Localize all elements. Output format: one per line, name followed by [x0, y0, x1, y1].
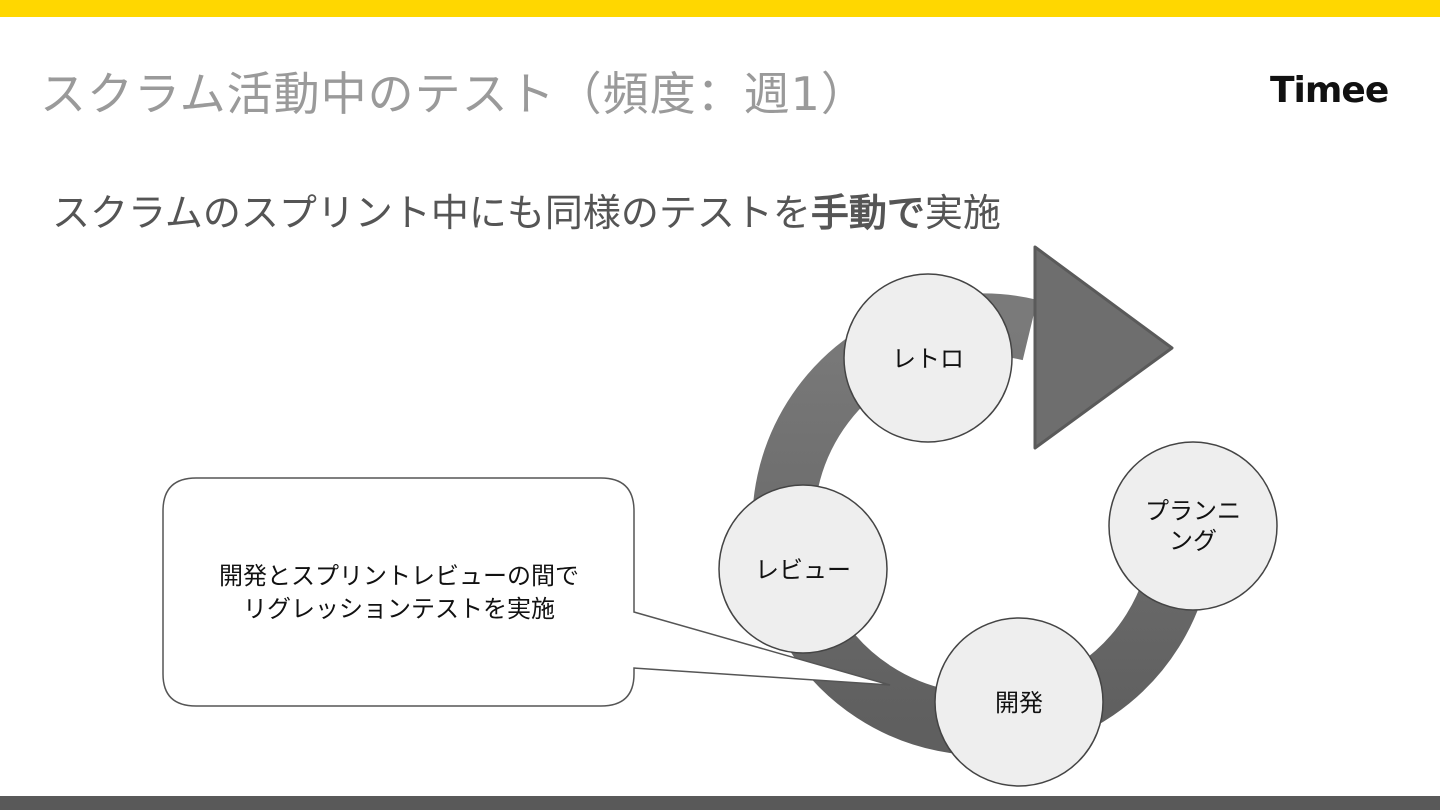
subtitle-text-1: スクラムのスプリント中にも同様のテストを [52, 191, 811, 235]
stage-development: 開発 [934, 617, 1104, 787]
stage-development-label: 開発 [995, 689, 1043, 717]
callout-line-1: 開発とスプリントレビューの間で [219, 562, 579, 590]
bottom-footer-bar [0, 796, 1440, 810]
slide-title: スクラム活動中のテスト（頻度：週1） [40, 67, 868, 121]
top-accent-bar [0, 0, 1440, 17]
subtitle-emphasis: 手動で [810, 191, 925, 235]
timee-logo: Timee [1270, 70, 1389, 111]
stage-planning-label-line1: プランニ [1145, 497, 1241, 525]
stage-retro-label: レトロ [892, 345, 964, 373]
cycle-arrow-head [1033, 245, 1174, 450]
stage-review-label: レビュー [755, 556, 851, 584]
stage-planning: プランニ ング [1108, 441, 1278, 611]
callout-bubble [162, 477, 891, 707]
callout-text: 開発とスプリントレビューの間で リグレッションテストを実施 [165, 560, 633, 626]
stage-retro: レトロ [843, 273, 1013, 443]
slide-subtitle: スクラムのスプリント中にも同様のテストを手動で実施 [52, 182, 1001, 237]
stage-planning-label-line2: ング [1169, 527, 1217, 555]
callout-line-2: リグレッションテストを実施 [243, 595, 555, 623]
stage-review: レビュー [718, 484, 888, 654]
subtitle-text-2: 実施 [924, 191, 1001, 235]
